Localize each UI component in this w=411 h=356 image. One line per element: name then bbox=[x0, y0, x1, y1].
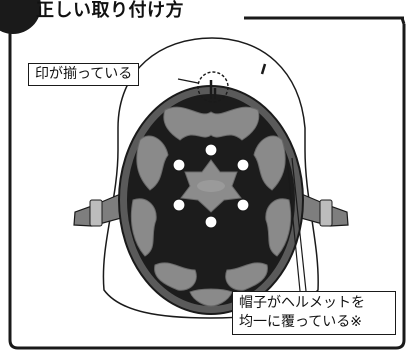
leader-line-bottom-a bbox=[286, 157, 301, 292]
leader-line-bottom-b bbox=[291, 157, 307, 292]
callout-cap-line-2: 均一に覆っている※ bbox=[239, 314, 363, 330]
leader-line-top bbox=[177, 78, 199, 84]
section-title: 正しい取り付け方 bbox=[36, 0, 184, 21]
vent-holes bbox=[172, 143, 250, 229]
inner-pads bbox=[130, 106, 292, 307]
left-strap-buckle bbox=[89, 199, 103, 227]
section-number-badge bbox=[0, 0, 41, 34]
right-strap-buckle bbox=[319, 199, 333, 227]
callout-cap-covers-helmet: 帽子がヘルメットを 均一に覆っている※ bbox=[232, 291, 396, 335]
callout-marks-aligned: 印が揃っている bbox=[28, 63, 140, 86]
logo-badge-icon bbox=[197, 180, 225, 192]
cap-seam-mark bbox=[260, 63, 267, 75]
alignment-highlight-circle bbox=[197, 71, 229, 103]
callout-cap-line-1: 帽子がヘルメットを bbox=[239, 295, 365, 311]
